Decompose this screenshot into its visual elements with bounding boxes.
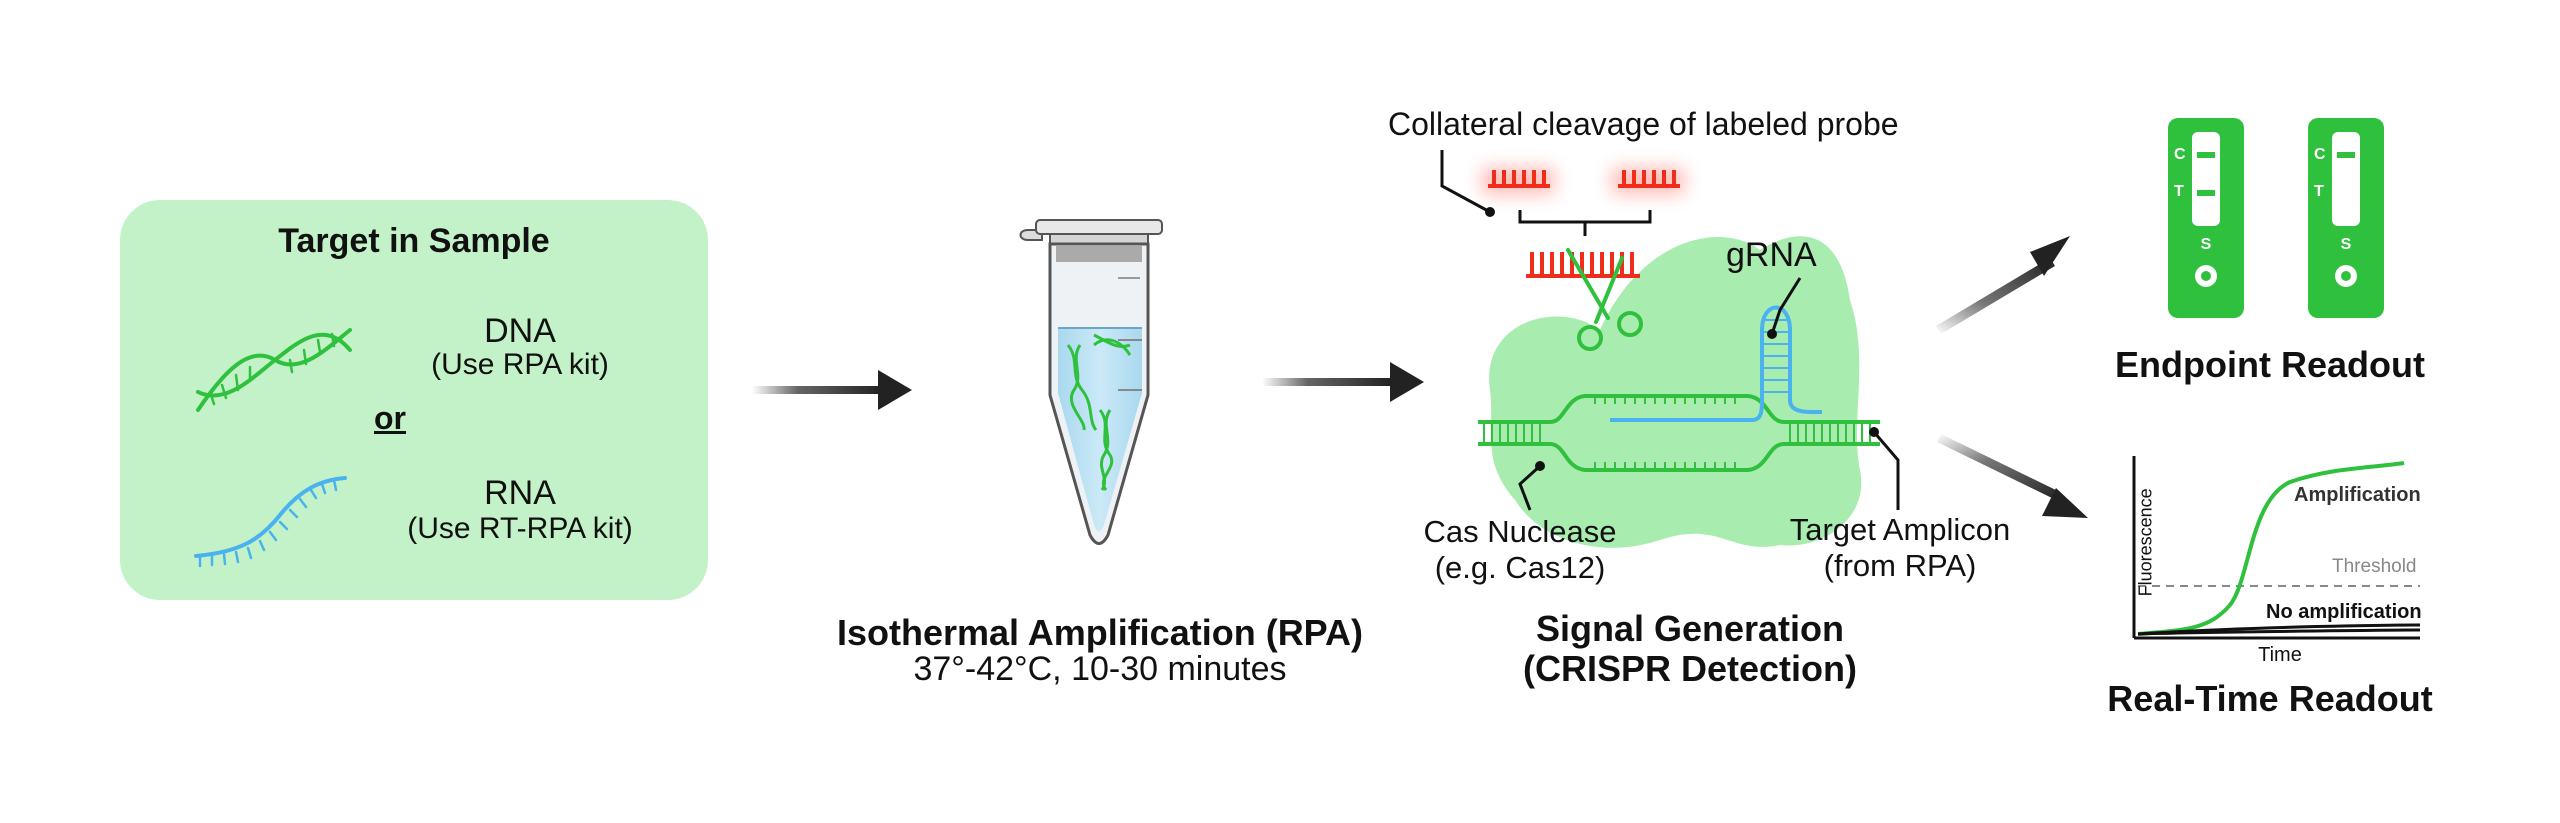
probe-leader-line xyxy=(1440,150,1491,214)
cas-example-label: (e.g. Cas12) xyxy=(1434,550,1606,585)
rna-kit-label: (Use RT-RPA kit) xyxy=(407,512,633,545)
probe-bracket xyxy=(1518,210,1652,236)
test-strip-positive xyxy=(2168,118,2244,318)
crispr-title-line1: Signal Generation xyxy=(1535,608,1845,649)
flow-arrow-2 xyxy=(1262,362,1424,402)
crispr-title-line2: (CRISPR Detection) xyxy=(1522,648,1858,689)
amplicon-label: Target Amplicon xyxy=(1789,512,2011,547)
realtime-plot xyxy=(2132,456,2421,640)
strip-positive-t-label: T xyxy=(2174,183,2184,200)
plot-y-label: Fluorescence xyxy=(2135,488,2156,597)
cas-label: Cas Nuclease xyxy=(1423,514,1617,549)
test-strip-negative xyxy=(2308,118,2384,318)
endpoint-title: Endpoint Readout xyxy=(2115,344,2425,385)
no-amp-curve-2 xyxy=(2137,628,2421,636)
dna-helix-icon xyxy=(196,328,352,412)
flow-arrow-1 xyxy=(752,370,912,410)
strip-negative-c-label: C xyxy=(2314,146,2326,163)
grna-label: gRNA xyxy=(1726,236,1817,274)
amplification-curve xyxy=(2137,461,2405,636)
cleaved-probe-right xyxy=(1612,168,1684,194)
grna-strand xyxy=(1610,305,1822,422)
cleaved-probe-left xyxy=(1482,168,1554,194)
cas-nuclease-blob xyxy=(1489,236,1862,548)
strip-positive-s-label: S xyxy=(2200,236,2212,253)
no-amplification-label: No amplification xyxy=(2266,601,2422,623)
rna-strand-icon xyxy=(194,476,347,568)
flow-arrow-up xyxy=(1936,236,2070,334)
scissors-icon xyxy=(1566,248,1643,351)
sample-title: Target in Sample xyxy=(278,222,550,260)
grna-leader-line xyxy=(1770,277,1802,335)
strip-negative-t-label: T xyxy=(2314,183,2324,200)
threshold-label: Threshold xyxy=(2332,556,2417,577)
dna-kit-label: (Use RPA kit) xyxy=(431,348,609,381)
amplicon-source-label: (from RPA) xyxy=(1823,548,1977,583)
amplification-conditions: 37°-42°C, 10-30 minutes xyxy=(913,650,1287,688)
strip-positive-c-label: C xyxy=(2174,146,2186,163)
target-amplicon-dna xyxy=(1478,394,1880,472)
rna-label: RNA xyxy=(484,474,556,512)
sample-panel xyxy=(120,200,708,600)
or-label: or xyxy=(374,400,406,436)
flow-arrow-down xyxy=(1937,434,2088,518)
rpa-tube-icon xyxy=(1019,219,1163,545)
strip-negative-s-label: S xyxy=(2340,236,2352,253)
amplification-curve-label: Amplification xyxy=(2294,484,2421,506)
plot-x-label: Time xyxy=(2258,644,2302,666)
amplicon-leader-line xyxy=(1872,431,1900,510)
realtime-title: Real-Time Readout xyxy=(2107,678,2433,719)
amplification-title: Isothermal Amplification (RPA) xyxy=(836,612,1364,653)
cas-leader-line xyxy=(1518,464,1542,511)
probe-label: Collateral cleavage of labeled probe xyxy=(1388,106,1899,142)
dna-label: DNA xyxy=(484,312,556,350)
